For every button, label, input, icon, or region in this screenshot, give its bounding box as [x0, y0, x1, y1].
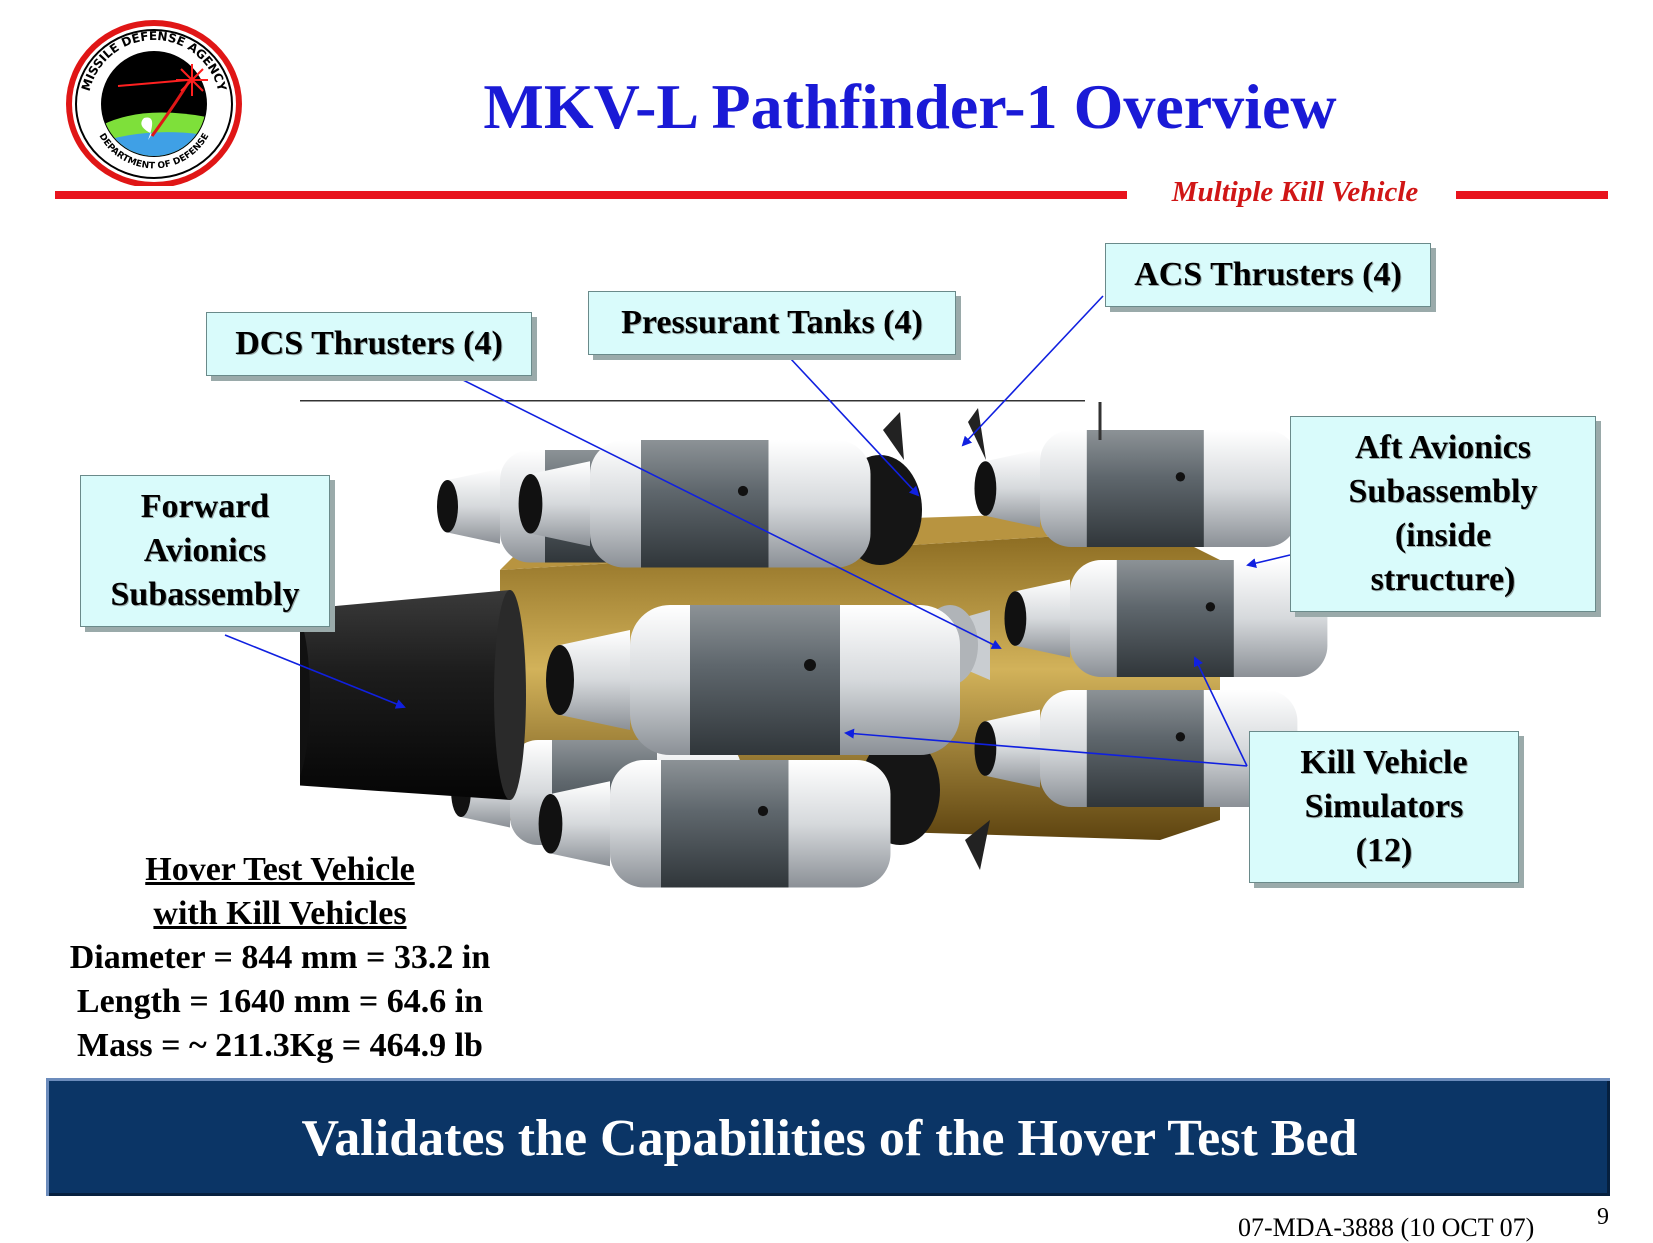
- specs-mass: Mass = ~ 211.3Kg = 464.9 lb: [77, 1027, 483, 1064]
- callout-aft-line4: structure): [1370, 561, 1516, 599]
- callout-dcs-thrusters: DCS Thrusters (4): [206, 312, 532, 376]
- callout-acs-label: ACS Thrusters (4): [1134, 255, 1402, 293]
- callout-aft-line3: (inside: [1394, 517, 1492, 554]
- summary-banner-text: Validates the Capabilities of the Hover …: [301, 1110, 1358, 1167]
- callout-pressurant-label: Pressurant Tanks (4): [621, 303, 923, 341]
- vehicle-specs: Hover Test Vehicle with Kill Vehicles Di…: [20, 848, 540, 1068]
- callout-pressurant-tanks: Pressurant Tanks (4): [588, 291, 956, 355]
- specs-length: Length = 1640 mm = 64.6 in: [76, 983, 484, 1020]
- page-number: 9: [1597, 1204, 1609, 1230]
- callout-kill-line2: Simulators: [1304, 787, 1464, 825]
- mda-logo: MISSILE DEFENSE AGENCY DEPARTMENT OF DEF…: [66, 20, 242, 186]
- specs-diameter: Diameter = 844 mm = 33.2 in: [69, 939, 491, 976]
- callout-kill-vehicle-simulators: Kill Vehicle Simulators (12): [1249, 731, 1519, 883]
- callout-aft-line2: Subassembly: [1348, 472, 1538, 510]
- callout-kill-line3: (12): [1355, 832, 1413, 870]
- callout-acs-thrusters: ACS Thrusters (4): [1105, 243, 1431, 307]
- header-rule-left: [55, 191, 1127, 199]
- specs-heading-1: Hover Test Vehicle: [145, 851, 415, 888]
- callout-aft-avionics: Aft Avionics Subassembly (inside structu…: [1290, 416, 1596, 612]
- page-subtitle: Multiple Kill Vehicle: [1171, 176, 1419, 208]
- callout-forward-avionics: Forward Avionics Subassembly: [80, 475, 330, 627]
- document-id: 07-MDA-3888 (10 OCT 07): [1238, 1213, 1535, 1242]
- callout-kill-line1: Kill Vehicle: [1300, 743, 1468, 781]
- specs-heading-2: with Kill Vehicles: [153, 895, 407, 932]
- summary-banner: Validates the Capabilities of the Hover …: [46, 1078, 1610, 1196]
- callout-aft-line1: Aft Avionics: [1355, 428, 1531, 466]
- callout-forward-line1: Forward: [140, 487, 270, 525]
- header-rule-right: [1456, 191, 1608, 199]
- callout-forward-line3: Subassembly: [110, 576, 300, 614]
- page-title: MKV-L Pathfinder-1 Overview: [483, 71, 1337, 142]
- callout-forward-line2: Avionics: [143, 531, 267, 569]
- callout-dcs-label: DCS Thrusters (4): [235, 324, 503, 362]
